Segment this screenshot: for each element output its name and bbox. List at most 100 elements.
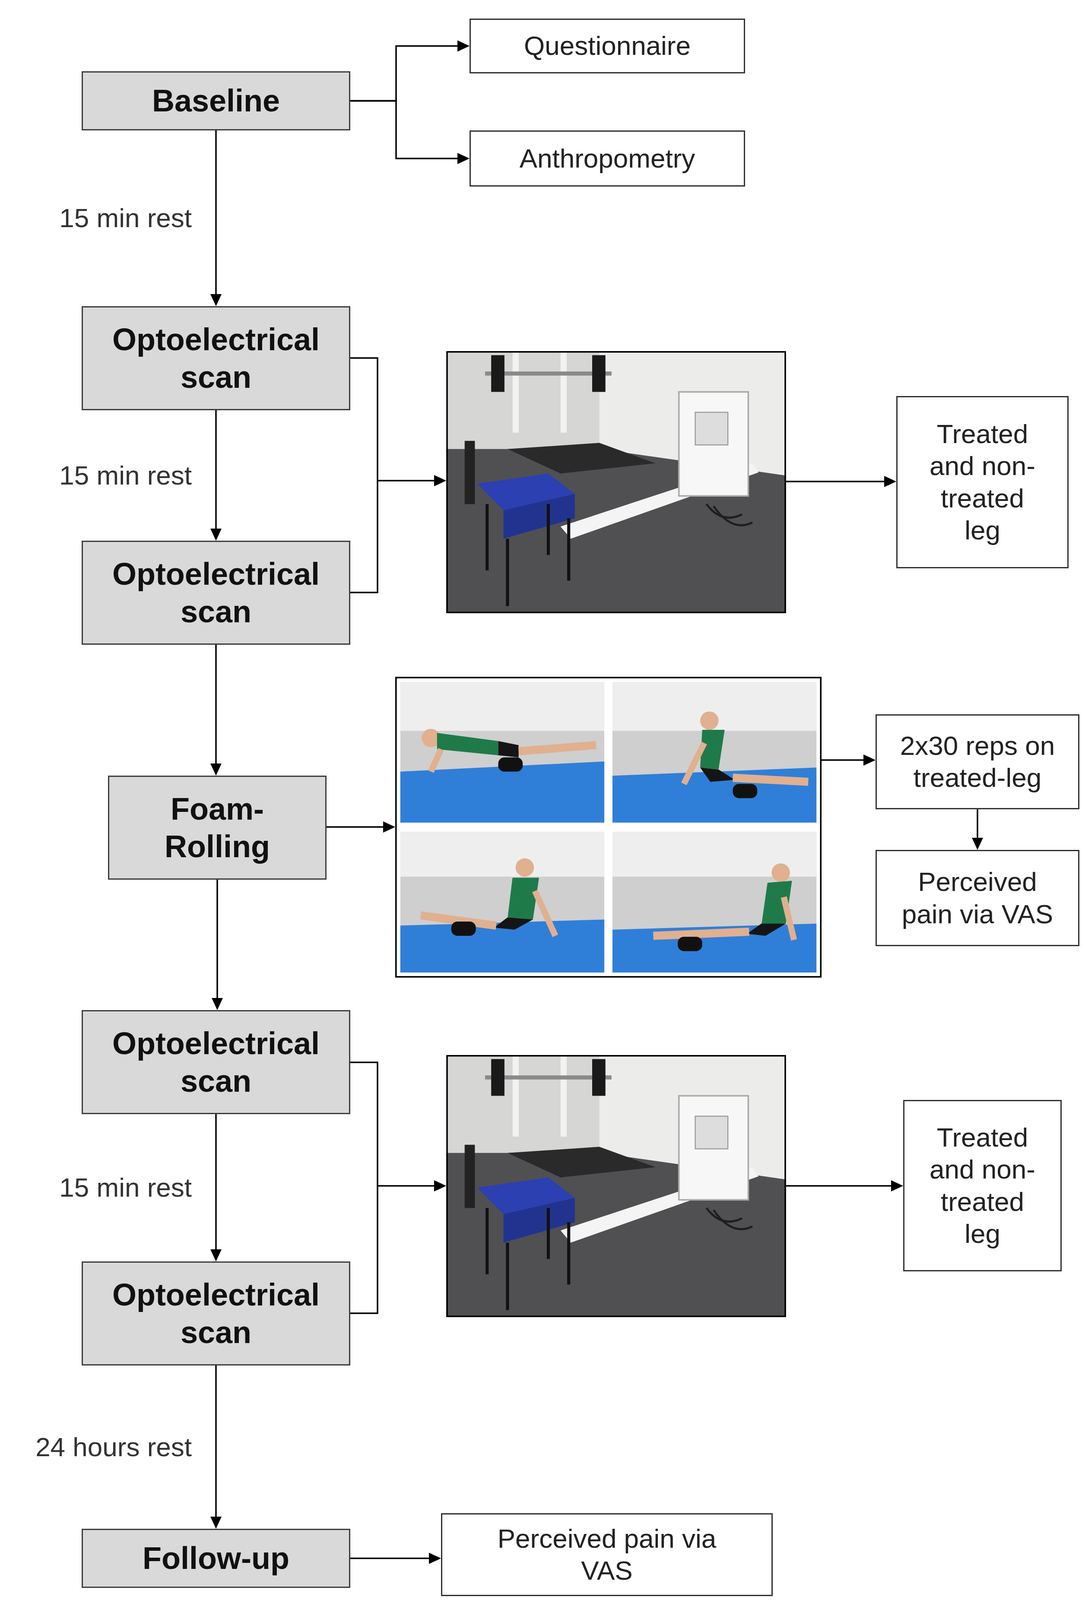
connector-line [215,644,217,765]
photo-panel [612,831,817,973]
arrowhead [210,294,222,307]
connector-line [215,130,217,296]
connector-line [350,46,459,102]
shorts [747,923,787,937]
roller [451,921,476,937]
edge-label: 24 hours rest [33,1430,194,1465]
arrowhead [211,998,223,1011]
photo-panel [400,831,605,973]
arm [431,749,442,772]
note-box: Perceived pain via VAS [441,1513,773,1597]
arrowhead [210,763,222,776]
box-text: Follow-up [142,1539,290,1577]
room [400,682,605,823]
shorts [494,917,534,930]
box-text: Questionnaire [523,29,691,62]
connector [210,1365,222,1530]
connector [210,1114,222,1262]
edge-label: 15 min rest [57,458,194,493]
connector [350,40,470,102]
arm [783,897,795,940]
box-text: 2x30 reps on treated-leg [886,729,1069,795]
process-box: Optoelectrical scan [81,1261,351,1366]
arrowhead [210,1516,222,1530]
box-text: Treated and non-treated leg [920,418,1046,547]
photo-panel [612,682,817,823]
mat [612,767,817,823]
note-box: Anthropometry [469,130,746,187]
connector-line [976,809,979,839]
arm [534,891,556,937]
leg [732,777,809,782]
box-text: Perceived pain via VAS [895,866,1060,931]
process-box: Foam-Rolling [107,775,327,880]
photo-panel [400,682,605,823]
arrowhead [383,821,396,833]
arrowhead [971,837,984,851]
roller [498,757,523,772]
arrow-line [377,479,435,482]
arrowhead [457,152,470,165]
connector-line [216,879,219,1000]
gym-photo [446,1055,787,1318]
arrowhead [863,754,876,766]
box-text: Perceived pain via VAS [485,1523,728,1588]
gym-photo [446,351,787,614]
note-box: Perceived pain via VAS [875,850,1080,947]
arm [683,743,705,784]
roller [677,936,703,952]
connector [211,879,223,1011]
connector [210,410,222,541]
connector [350,101,470,165]
mat [612,923,817,973]
window [400,831,605,877]
head [700,711,719,730]
edge-label: 15 min rest [57,1170,194,1205]
leg [653,932,749,937]
note-box: Questionnaire [469,18,746,74]
connector-line [215,1114,217,1251]
connector [350,1553,442,1565]
connector-line [215,1365,217,1518]
connector [210,130,222,307]
box-text: Optoelectrical scan [95,1024,337,1100]
leg [518,745,597,752]
window [400,682,605,731]
arrow-line [377,1185,435,1187]
box-text: Baseline [152,82,280,120]
process-box: Optoelectrical scan [81,306,351,411]
shirt [507,877,540,920]
process-box: Follow-up [81,1529,351,1589]
process-box: Optoelectrical scan [81,1010,351,1115]
note-box: Treated and non-treated leg [903,1100,1062,1272]
arrowhead [210,528,222,541]
arrow-line [821,759,865,762]
arrow-line [786,1185,892,1187]
box-text: Anthropometry [519,142,696,175]
connector-line [350,101,459,159]
bracket [350,1062,378,1314]
head [515,858,535,878]
box-text: Foam-Rolling [135,790,300,866]
arrowhead [434,1180,447,1192]
foam-rolling-photos [396,677,821,978]
process-box: Baseline [81,71,351,131]
edge-label: 15 min rest [57,201,194,235]
room [400,831,605,973]
box-text: Optoelectrical scan [95,1276,337,1352]
arrowhead [457,40,470,52]
note-box: 2x30 reps on treated-leg [875,714,1080,810]
connector [210,644,222,776]
shirt [437,732,499,756]
arrowhead [891,1180,904,1192]
room [612,682,817,823]
roller [732,783,758,799]
room [612,831,817,973]
photo-border [396,677,821,978]
arrowhead [434,475,447,487]
connector [971,809,984,851]
box-text: Optoelectrical scan [95,555,337,631]
connector-line [215,410,217,530]
box-text: Treated and non-treated leg [920,1121,1046,1251]
box-text: Optoelectrical scan [95,320,337,396]
